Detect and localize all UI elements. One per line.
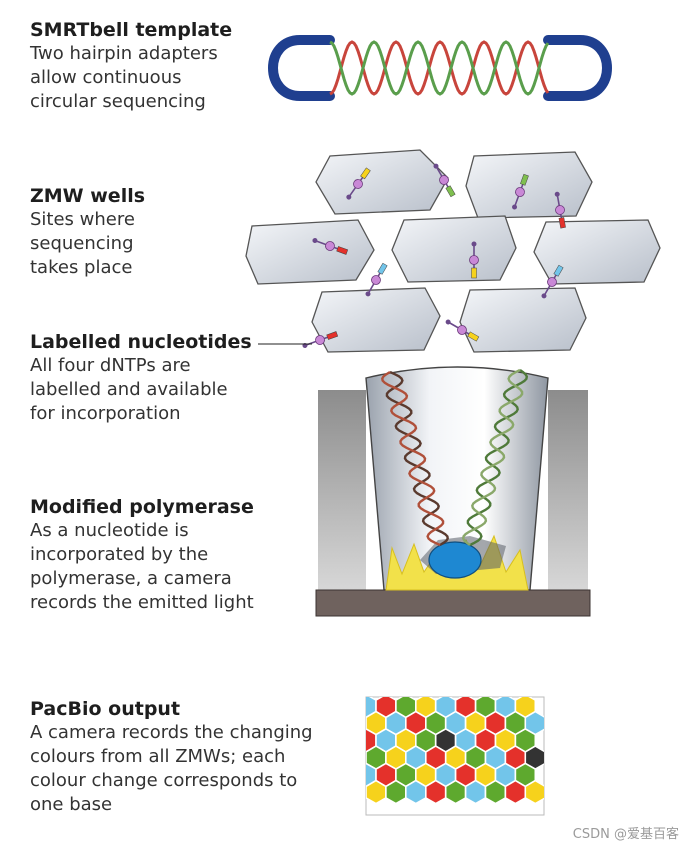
section-title: Modified polymerase xyxy=(30,496,254,518)
dna-helix xyxy=(329,40,550,96)
section-smrtbell: SMRTbell template Two hairpin adapters a… xyxy=(30,18,232,114)
section-title: PacBio output xyxy=(30,698,181,720)
output-hex-cell xyxy=(484,779,507,805)
section-text: polymerase, a camera xyxy=(30,568,232,589)
section-modified-polymerase: Modified polymerase As a nucleotide is i… xyxy=(30,495,254,615)
output-hex-cell xyxy=(464,779,487,805)
section-text: colour change corresponds to xyxy=(30,770,298,791)
dna-strand xyxy=(466,369,529,547)
substrate-wall-left xyxy=(318,390,366,590)
section-text: Sites where xyxy=(30,209,135,230)
output-hex-cell xyxy=(444,779,467,805)
section-text: Two hairpin adapters xyxy=(30,43,218,64)
zmw-well xyxy=(459,287,587,353)
zmw-cross-section xyxy=(315,366,591,617)
output-hex-cell xyxy=(524,779,544,805)
section-title: SMRTbell template xyxy=(30,19,233,41)
labelled-nucleotide xyxy=(469,241,479,279)
zmw-well xyxy=(315,149,449,215)
section-text: incorporated by the xyxy=(30,544,209,565)
section-text: records the emitted light xyxy=(30,592,254,613)
labelled-nucleotide xyxy=(365,262,388,297)
left-hairpin-adapter xyxy=(268,35,335,101)
section-title: Labelled nucleotides xyxy=(30,331,252,353)
dna-strand-in-well xyxy=(381,368,529,547)
dna-strand xyxy=(385,370,449,547)
section-text: takes place xyxy=(30,257,133,278)
output-hex-cell xyxy=(404,779,427,805)
section-text: colours from all ZMWs; each xyxy=(30,746,286,767)
polymerase xyxy=(428,541,482,579)
glass-bottom xyxy=(315,589,591,617)
section-text: one base xyxy=(30,794,113,815)
zmw-well xyxy=(245,219,375,285)
output-hex-cell xyxy=(366,779,387,805)
section-text: labelled and available xyxy=(30,379,228,400)
labelled-nucleotide xyxy=(445,319,480,342)
watermark: CSDN @爱基百客 xyxy=(572,827,679,842)
right-hairpin-adapter xyxy=(543,35,612,101)
section-text: allow continuous xyxy=(30,67,182,88)
labelled-nucleotide xyxy=(312,238,349,255)
dna-strand xyxy=(329,40,550,96)
smrtbell-template xyxy=(268,35,612,101)
pacbio-output-grid xyxy=(365,696,545,816)
labelled-nucleotide xyxy=(541,264,564,299)
section-text: All four dNTPs are xyxy=(30,355,191,376)
section-text: circular sequencing xyxy=(30,91,206,112)
section-zmw-wells: ZMW wells Sites where sequencing takes p… xyxy=(30,184,145,280)
zmw-well xyxy=(311,287,441,353)
zmw-well-array xyxy=(245,149,661,353)
section-text: A camera records the changing xyxy=(30,722,313,743)
section-labelled-nucleotides: Labelled nucleotides All four dNTPs are … xyxy=(30,330,252,426)
zmw-well xyxy=(391,215,517,283)
dna-strand xyxy=(461,368,524,546)
section-title: ZMW wells xyxy=(30,185,146,207)
section-pacbio-output: PacBio output A camera records the chang… xyxy=(30,697,313,817)
dna-strand xyxy=(381,370,445,547)
zmw-well xyxy=(465,151,593,219)
output-hex-cell xyxy=(504,779,527,805)
substrate-wall-right xyxy=(548,390,588,590)
labelled-nucleotide xyxy=(512,173,529,210)
labelled-nucleotide xyxy=(346,167,371,200)
output-hex-cell xyxy=(424,779,447,805)
dna-strand xyxy=(329,40,550,96)
section-text: sequencing xyxy=(30,233,134,254)
labelled-nucleotide xyxy=(433,163,456,198)
labelled-nucleotide xyxy=(554,191,566,229)
output-hex-cell xyxy=(385,779,407,805)
zmw-well xyxy=(533,219,661,285)
section-text: for incorporation xyxy=(30,403,181,424)
section-text: As a nucleotide is xyxy=(30,520,189,541)
